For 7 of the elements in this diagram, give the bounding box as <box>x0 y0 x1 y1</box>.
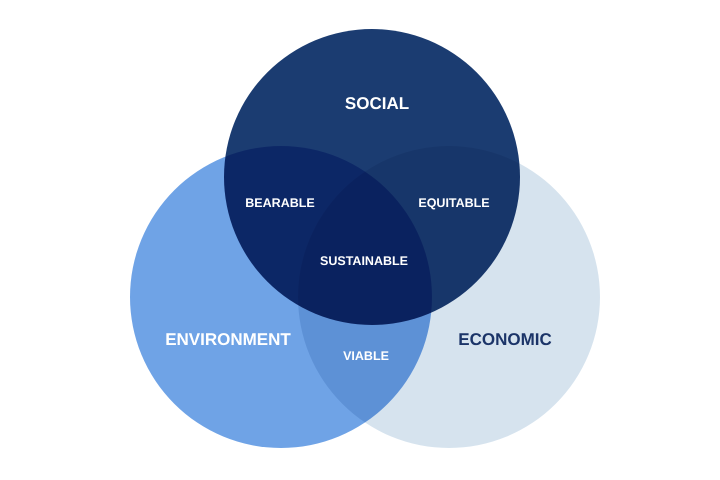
circle-title: ECONOMIC <box>458 330 552 350</box>
overlap-label: VIABLE <box>343 349 389 363</box>
circle-title: SOCIAL <box>344 94 410 114</box>
circle-title: ENVIRONMENT <box>165 330 291 350</box>
overlap-label: BEARABLE <box>245 196 315 210</box>
overlap-label: EQUITABLE <box>418 196 490 210</box>
overlap-label: SUSTAINABLE <box>320 254 408 268</box>
